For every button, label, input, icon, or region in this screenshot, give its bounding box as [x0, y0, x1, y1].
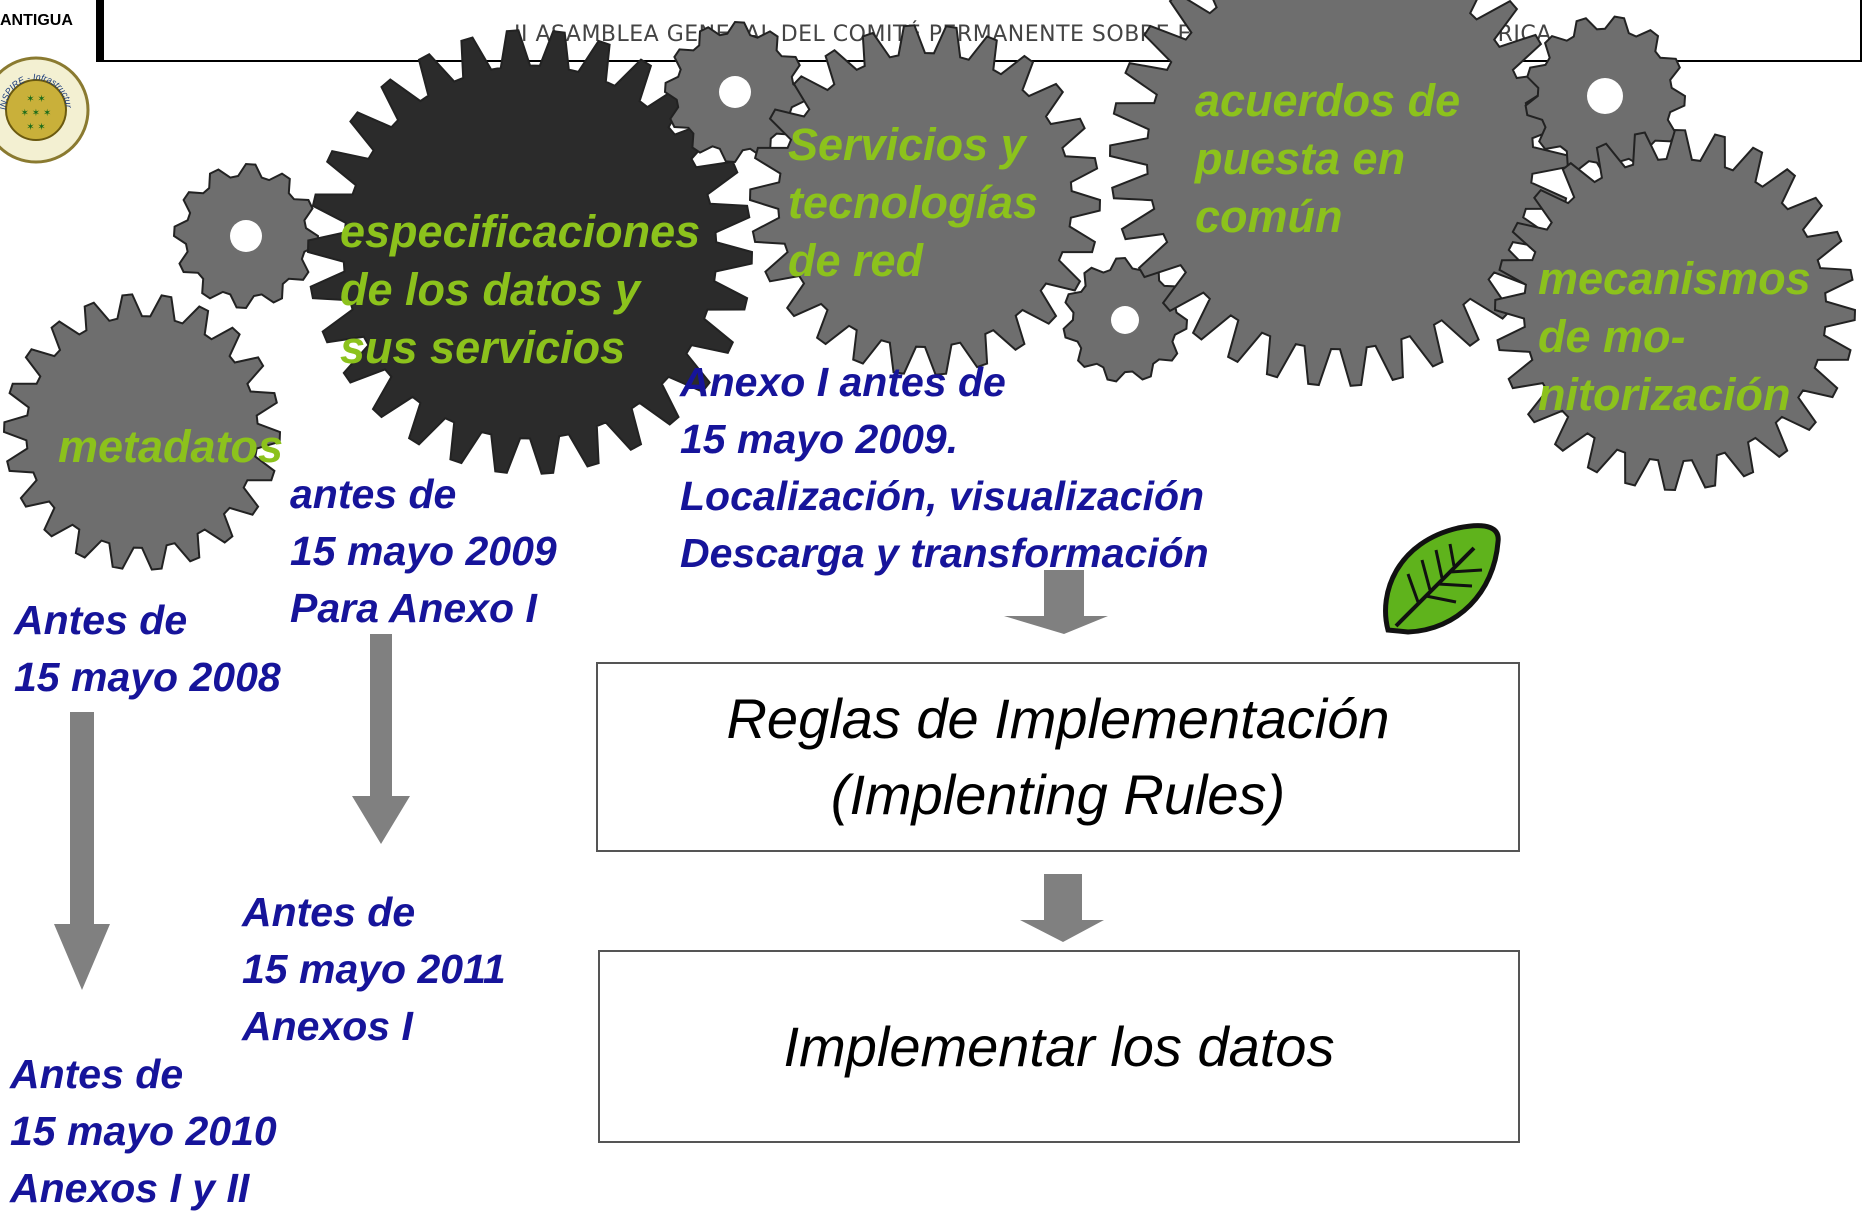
gear-small-top-hole [719, 76, 751, 108]
arrow-especificaciones [352, 634, 410, 844]
inspire-logo: ✶ ✶ ✶ ✶ ✶ ✶ ✶ INSPIRE - Infrastructure f… [0, 38, 90, 164]
arrow-to-implement [1020, 874, 1104, 942]
gear-label-acuerdos: acuerdos de puesta en común [1195, 75, 1461, 242]
gear-small-left-hole [230, 220, 262, 252]
deadline-especificaciones: antes de 15 mayo 2009 Para Anexo I [290, 471, 557, 631]
gear-mecanismos [1493, 128, 1857, 492]
gear-small-right-hole [1587, 78, 1623, 114]
gear-label-servicios: Servicios y tecnologías de red [788, 119, 1039, 286]
gears-layer [2, 0, 1857, 571]
corner-label: ANTIGUA [0, 12, 73, 29]
implementing-rules-box: Reglas de Implementación (Implenting Rul… [596, 662, 1520, 852]
arrow-to-rules [1004, 570, 1108, 634]
deadline-anexos-2010: Antes de 15 mayo 2010 Anexos I y II [10, 1051, 277, 1211]
gear-label-especificaciones: especificaciones de los datos y sus serv… [340, 206, 701, 373]
gear-small-mid-hole [1111, 306, 1139, 334]
gear-metadatos [2, 293, 282, 571]
gear-especificaciones [306, 29, 754, 475]
deadline-anexos-2011: Antes de 15 mayo 2011 Anexos I [242, 889, 506, 1049]
gear-label-metadatos: metadatos [58, 421, 284, 472]
deadline-servicios: Anexo I antes de 15 mayo 2009. Localizac… [680, 359, 1209, 576]
svg-text:✶ ✶: ✶ ✶ [26, 94, 46, 105]
svg-text:✶ ✶ ✶: ✶ ✶ ✶ [21, 108, 52, 119]
leaf-icon [1383, 523, 1501, 635]
deadline-metadatos: Antes de 15 mayo 2008 [14, 597, 281, 700]
gear-servicios [748, 24, 1102, 376]
svg-text:✶ ✶: ✶ ✶ [26, 122, 46, 133]
arrow-metadatos [54, 712, 110, 990]
implement-data-box: Implementar los datos [598, 950, 1520, 1143]
gear-label-mecanismos: mecanismos de mo- nitorización [1538, 253, 1811, 420]
gear-acuerdos [1108, 0, 1572, 387]
